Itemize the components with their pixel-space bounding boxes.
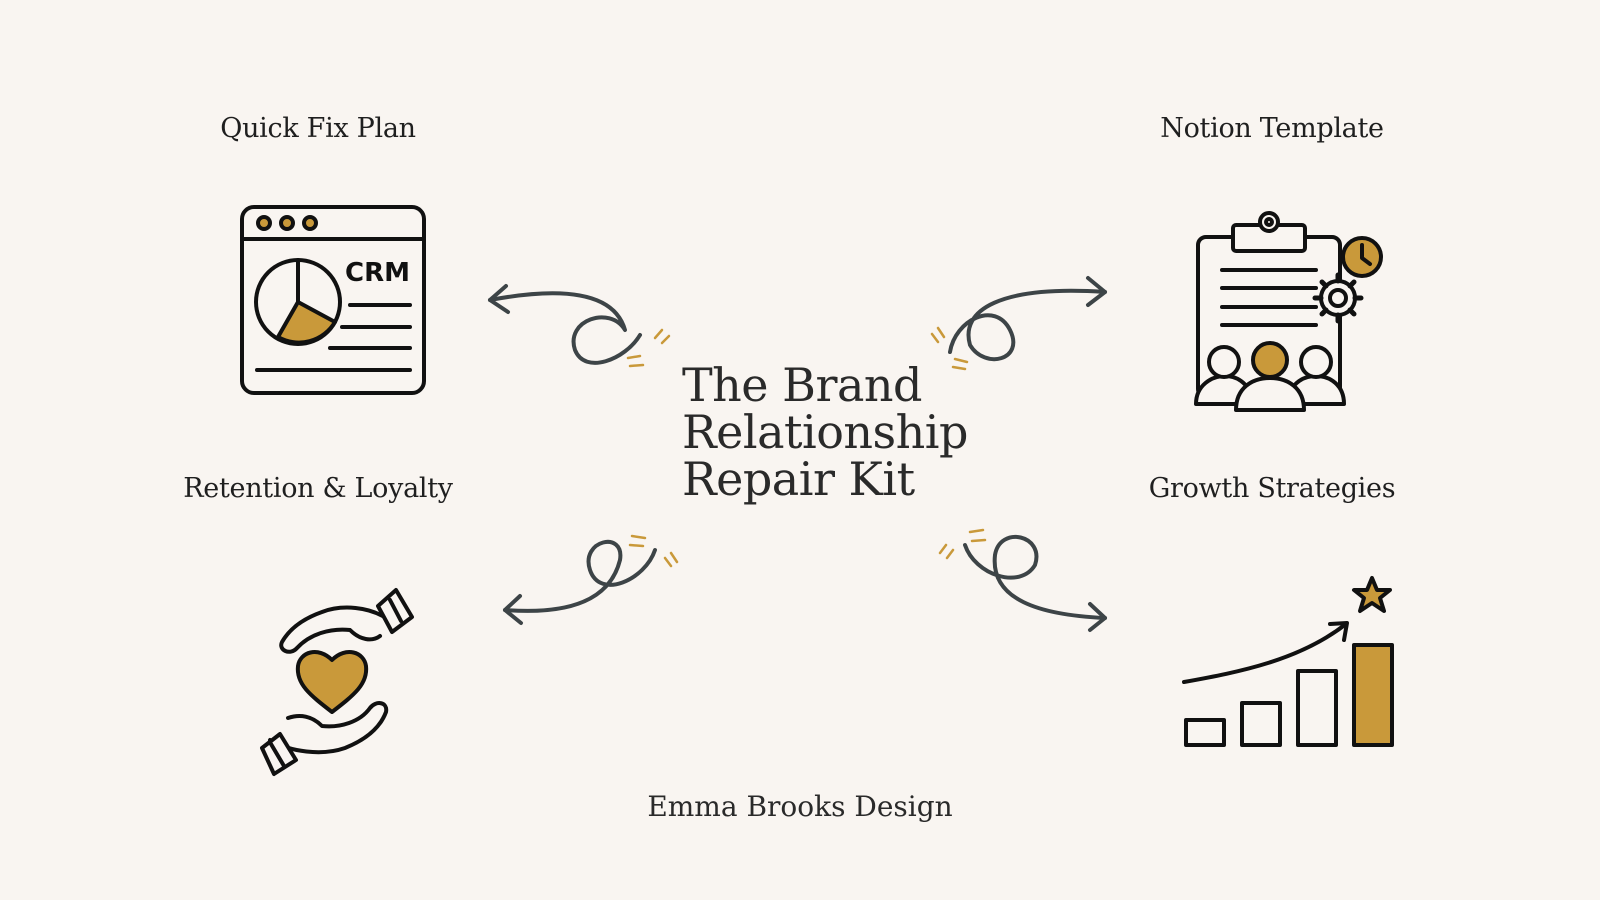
quick-fix-label: Quick Fix Plan — [220, 113, 416, 144]
arrow-to-quick-fix — [488, 291, 642, 365]
growth-strategies-label: Growth Strategies — [1148, 473, 1396, 504]
crm-text: CRM — [345, 258, 410, 288]
arrow-to-notion — [948, 288, 1107, 362]
main-title: The Brand Relationship Repair Kit — [682, 362, 968, 503]
arrow-to-retention — [503, 540, 657, 613]
arrow-to-growth — [963, 535, 1107, 620]
title-line-3: Repair Kit — [682, 452, 915, 506]
title-line-2: Relationship — [682, 405, 968, 459]
footer-brand: Emma Brooks Design — [647, 790, 953, 823]
notion-template-label: Notion Template — [1160, 113, 1384, 144]
retention-loyalty-label: Retention & Loyalty — [183, 473, 453, 504]
title-line-1: The Brand — [682, 358, 922, 412]
